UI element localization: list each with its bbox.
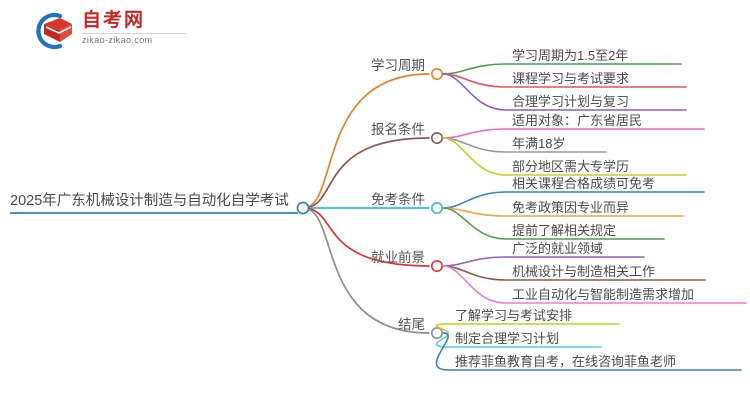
center-topic-underline	[10, 212, 298, 214]
leaf-label-5-1[interactable]: 了解学习与考试安排	[455, 308, 573, 323]
leaf-label-4-2[interactable]: 机械设计与制造相关工作	[512, 264, 656, 279]
logo-divider	[82, 33, 186, 34]
leaf-label-3-1[interactable]: 相关课程合格成绩可免考	[512, 176, 656, 191]
leaf-label-1-3[interactable]: 合理学习计划与复习	[512, 94, 630, 109]
leaf-label-5-3[interactable]: 推荐菲鱼教育自考，在线咨询菲鱼老师	[455, 354, 677, 369]
logo-name-cn: 自考网	[82, 10, 146, 31]
branch-label-1[interactable]: 学习周期	[371, 58, 425, 73]
leaf-label-5-2[interactable]: 制定合理学习计划	[455, 331, 560, 346]
leaf-label-3-3[interactable]: 提前了解相关规定	[512, 223, 617, 238]
logo-name-en: zikao-zikao.com	[82, 35, 153, 45]
leaf-label-4-1[interactable]: 广泛的就业领域	[512, 241, 604, 256]
center-topic-label: 2025年广东机械设计制造与自动化自学考试	[10, 193, 289, 209]
branch-label-5[interactable]: 结尾	[398, 317, 425, 332]
leaf-label-2-1[interactable]: 适用对象：广东省居民	[512, 113, 643, 128]
graduation-cap-logo-icon	[36, 12, 72, 50]
branch-label-4[interactable]: 就业前景	[371, 250, 425, 265]
branch-label-3[interactable]: 免考条件	[371, 192, 425, 207]
leaf-label-1-2[interactable]: 课程学习与考试要求	[512, 71, 630, 86]
leaf-label-4-3[interactable]: 工业自动化与智能制造需求增加	[512, 287, 695, 302]
leaf-label-2-2[interactable]: 年满18岁	[512, 136, 566, 151]
leaf-label-1-1[interactable]: 学习周期为1.5至2年	[512, 48, 629, 63]
leaf-label-3-2[interactable]: 免考政策因专业而异	[512, 200, 630, 215]
leaf-label-2-3[interactable]: 部分地区需大专学历	[512, 159, 630, 174]
branch-label-2[interactable]: 报名条件	[371, 122, 425, 137]
logo-text-block: 自考网 zikao-zikao.com	[82, 10, 190, 52]
site-logo: 自考网 zikao-zikao.com	[30, 8, 190, 54]
